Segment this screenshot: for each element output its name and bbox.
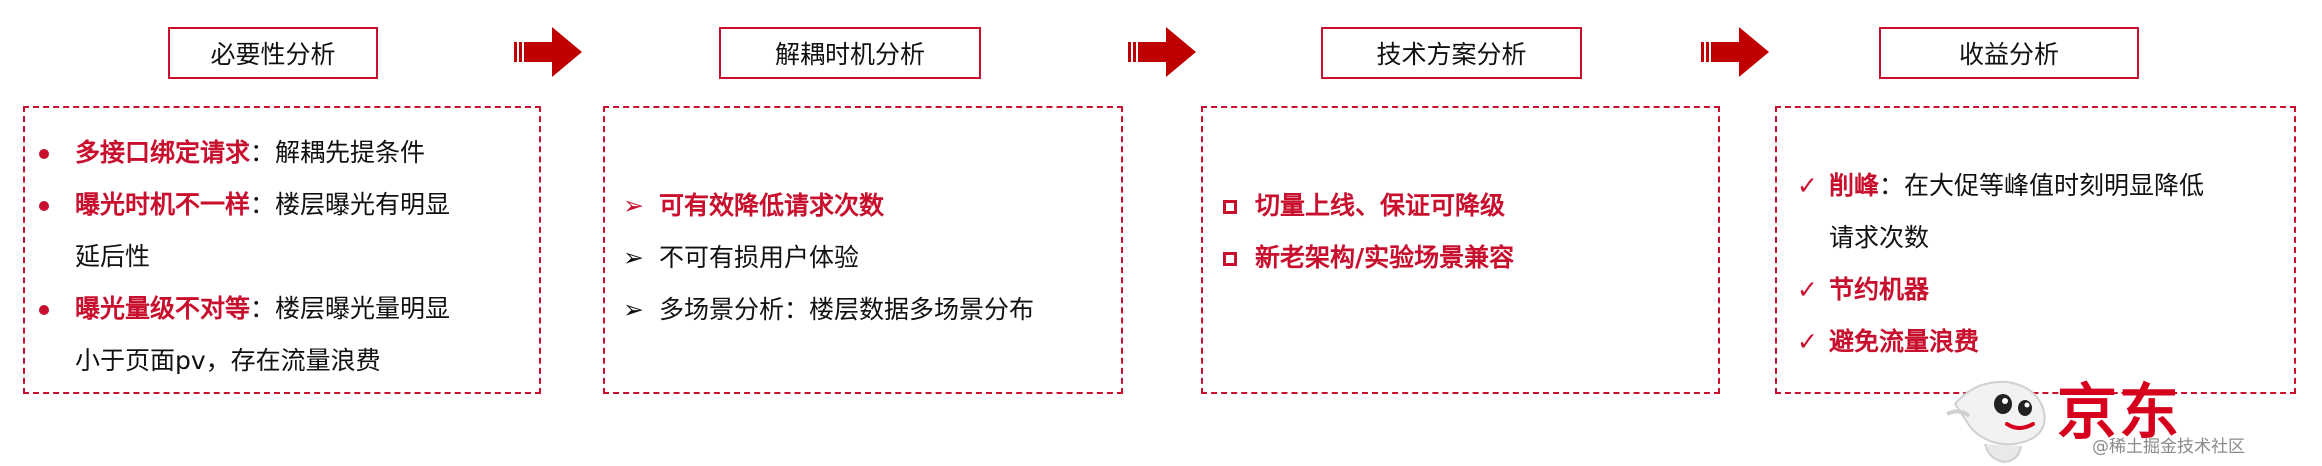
- chevron-right-icon: ➢: [623, 295, 644, 324]
- chevron-right-icon: ➢: [623, 243, 644, 272]
- stage-title-label: 解耦时机分析: [774, 40, 925, 69]
- stage-title-label: 必要性分析: [210, 40, 336, 69]
- stage-box-timing: ➢ 可有效降低请求次数 ➢ 不可有损用户体验 ➢ 多场景分析：楼层数据多场景分布: [603, 106, 1123, 394]
- arrow-right-icon: [514, 27, 582, 77]
- arrow-right-icon: [1128, 27, 1196, 77]
- stage-title-timing: 解耦时机分析: [719, 27, 981, 79]
- check-icon: ✓: [1797, 327, 1818, 356]
- check-icon: ✓: [1797, 171, 1818, 200]
- stage-box-technical: 切量上线、保证可降级 新老架构/实验场景兼容: [1201, 106, 1720, 394]
- stage-title-necessity: 必要性分析: [168, 27, 378, 79]
- square-bullet-icon: [1223, 232, 1237, 284]
- jd-logo-text: 京东: [2057, 378, 2181, 448]
- arrow-right-icon: [1701, 27, 1769, 77]
- stage-title-label: 收益分析: [1958, 40, 2059, 69]
- watermark-text: @稀土掘金技术社区: [2092, 437, 2245, 457]
- chevron-right-icon: ➢: [623, 191, 644, 220]
- stage-box-necessity: 多接口绑定请求：解耦先提条件 曝光时机不一样：楼层曝光有明显 延后性 曝光量级不…: [23, 106, 541, 394]
- jd-mascot-icon: [1946, 380, 2046, 464]
- bullet-dot-icon: [39, 283, 49, 335]
- stage-title-technical: 技术方案分析: [1321, 27, 1582, 79]
- bullet-dot-icon: [39, 127, 49, 179]
- square-bullet-icon: [1223, 180, 1237, 232]
- bullet-dot-icon: [39, 179, 49, 231]
- stage-box-benefit: ✓ 削峰：在大促等峰值时刻明显降低 请求次数 ✓ 节约机器 ✓ 避免流量浪费: [1775, 106, 2296, 394]
- stage-title-label: 技术方案分析: [1376, 40, 1527, 69]
- stage-title-benefit: 收益分析: [1879, 27, 2139, 79]
- check-icon: ✓: [1797, 275, 1818, 304]
